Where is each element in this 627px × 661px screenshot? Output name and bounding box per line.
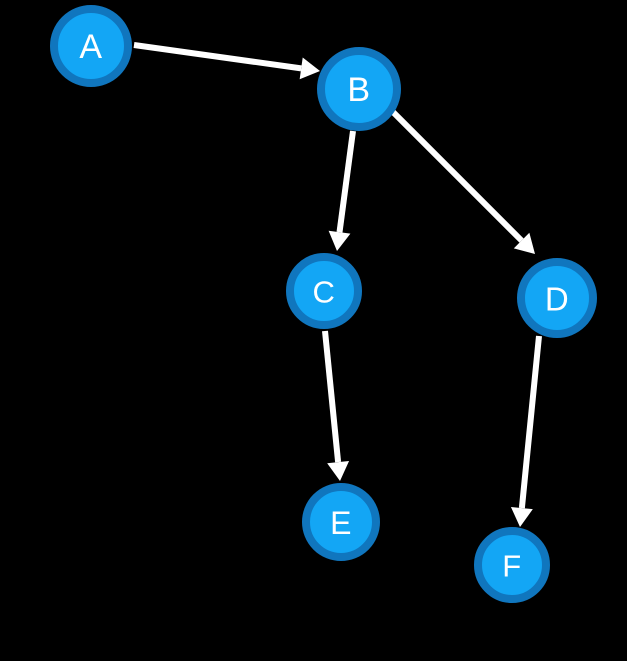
edge-c-to-e [322, 330, 350, 481]
edge-b-to-d [390, 109, 535, 254]
graph-node-b[interactable]: B [317, 47, 401, 131]
node-label: E [330, 505, 352, 541]
node-label: F [502, 549, 521, 584]
graph-node-d[interactable]: D [517, 258, 597, 338]
node-circle[interactable] [50, 5, 132, 87]
nodes-layer: A B C D E F [50, 5, 597, 603]
arrowhead-icon [328, 230, 351, 251]
graph-node-a[interactable]: A [50, 5, 132, 87]
node-label: C [313, 275, 336, 310]
arrowhead-icon [510, 507, 533, 527]
node-circle[interactable] [317, 47, 401, 131]
node-label: D [545, 281, 569, 318]
edge-shaft [336, 130, 356, 233]
node-circle[interactable] [474, 527, 550, 603]
arrowhead-icon [299, 57, 320, 80]
edge-d-to-f [510, 335, 542, 527]
graph-node-e[interactable]: E [302, 483, 380, 561]
edge-shaft [133, 42, 302, 72]
edge-a-to-b [133, 42, 320, 80]
edges-layer [133, 42, 542, 527]
edge-b-to-c [328, 130, 356, 251]
graph-node-c[interactable]: C [286, 253, 362, 329]
node-circle[interactable] [517, 258, 597, 338]
edge-shaft [390, 109, 524, 243]
edge-shaft [322, 330, 342, 463]
arrowhead-icon [327, 460, 350, 481]
node-label: A [79, 28, 102, 66]
arrowhead-icon [513, 232, 535, 254]
graph-node-f[interactable]: F [474, 527, 550, 603]
node-label: B [347, 71, 370, 109]
edge-shaft [518, 335, 542, 509]
node-circle[interactable] [302, 483, 380, 561]
node-circle[interactable] [286, 253, 362, 329]
